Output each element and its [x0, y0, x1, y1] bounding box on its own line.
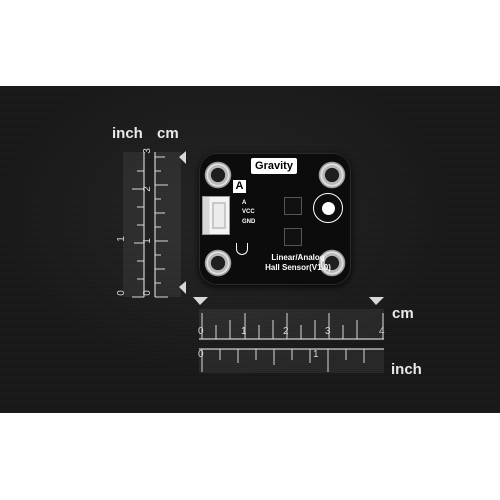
three-pin-connector: [202, 196, 230, 235]
vertical-cm-ruler-band: [155, 152, 181, 297]
bottom-ruler-marker: [179, 281, 186, 294]
magnet-icon: [236, 243, 248, 255]
vertical-cm-tick-3: 3: [141, 148, 153, 154]
pin-label-a: A: [242, 200, 247, 206]
mounting-hole-bottom-right: [318, 249, 346, 277]
ruler-unit-cm-right: cm: [392, 305, 414, 322]
pin-label-gnd: GND: [242, 219, 256, 225]
board-title: Linear/Analog Hall Sensor(V1.0): [262, 253, 334, 273]
mounting-hole-top-left: [204, 161, 232, 189]
horizontal-inch-tick-0: 0: [198, 349, 204, 360]
hall-sensor-dot: [322, 202, 335, 215]
sensor-chip-bottom: [284, 228, 302, 246]
hall-sensor-circle: [313, 193, 343, 223]
ruler-unit-inch-bottom: inch: [391, 361, 422, 378]
ruler-unit-cm-top: cm: [157, 125, 179, 142]
vertical-cm-tick-0: 0: [141, 290, 153, 296]
horizontal-cm-tick-1: 1: [241, 326, 247, 337]
horizontal-ticks: [201, 313, 384, 372]
product-photo: inch cm cm inch 1 0 3 2 1 0 0 1 2 3 4 0 …: [0, 86, 500, 413]
horizontal-cm-tick-4: 4: [379, 326, 385, 337]
ruler-unit-inch-top: inch: [112, 125, 143, 142]
top-ruler-marker: [179, 151, 186, 164]
mounting-hole-bottom-left: [204, 249, 232, 277]
pin-label-vcc: VCC: [242, 209, 255, 215]
board-title-line-1: Linear/Analog: [271, 253, 325, 262]
hall-sensor-board: Gravity A A VCC GND Linear/Analog Hall S…: [199, 153, 351, 285]
right-ruler-marker: [369, 297, 384, 305]
horizontal-inch-tick-1: 1: [313, 349, 319, 360]
horizontal-cm-tick-2: 2: [283, 326, 289, 337]
board-title-line-2: Hall Sensor(V1.0): [265, 263, 331, 272]
sensor-chip-top: [284, 197, 302, 215]
horizontal-cm-tick-0: 0: [198, 326, 204, 337]
horizontal-cm-ruler-band: [199, 309, 384, 339]
mounting-hole-top-right: [318, 161, 346, 189]
gravity-logo-label: Gravity: [251, 158, 297, 174]
horizontal-cm-tick-3: 3: [325, 326, 331, 337]
analog-badge: A: [233, 180, 246, 193]
measurement-rulers: [123, 151, 384, 373]
vertical-inch-tick-0: 0: [115, 290, 127, 296]
vertical-inch-tick-1: 1: [115, 236, 127, 242]
vertical-cm-tick-2: 2: [141, 186, 153, 192]
vertical-cm-tick-1: 1: [141, 238, 153, 244]
left-ruler-marker: [193, 297, 208, 305]
vertical-ticks: [132, 156, 168, 298]
